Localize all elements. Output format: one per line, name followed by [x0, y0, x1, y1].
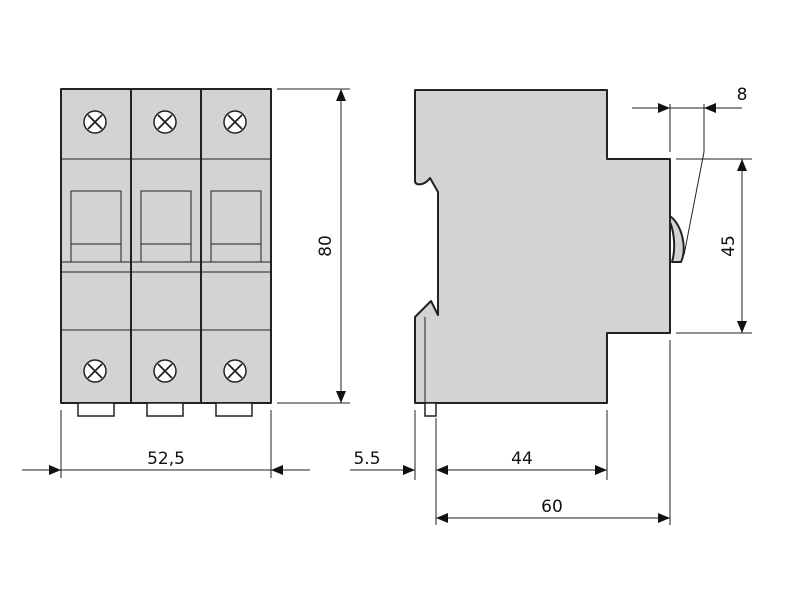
depth-to-front-label: 44	[511, 449, 533, 469]
toggle-window	[70, 190, 122, 262]
front-view: 52,5 80	[22, 88, 350, 478]
toggle-window	[140, 190, 192, 262]
overall-depth-label: 60	[541, 497, 563, 517]
height-label: 80	[316, 235, 336, 257]
side-housing	[414, 89, 671, 404]
front-height-label: 45	[719, 235, 739, 257]
width-label: 52,5	[147, 449, 185, 469]
protrusion-label: 8	[737, 85, 748, 105]
din-clip	[215, 402, 253, 417]
terminal-screw-icon	[223, 359, 247, 383]
side-view: 8 45 5.5 44 60	[350, 85, 752, 525]
toggle-lever-icon	[669, 215, 685, 263]
toggle-window	[210, 190, 262, 262]
breaker-housing	[60, 88, 272, 404]
terminal-screw-icon	[223, 110, 247, 134]
mount-offset-label: 5.5	[353, 449, 380, 469]
rail-clip	[424, 402, 437, 417]
terminal-screw-icon	[83, 359, 107, 383]
leader-line	[683, 151, 705, 256]
terminal-screw-icon	[153, 359, 177, 383]
terminal-screw-icon	[153, 110, 177, 134]
din-clip	[77, 402, 115, 417]
terminal-screw-icon	[83, 110, 107, 134]
din-clip	[146, 402, 184, 417]
